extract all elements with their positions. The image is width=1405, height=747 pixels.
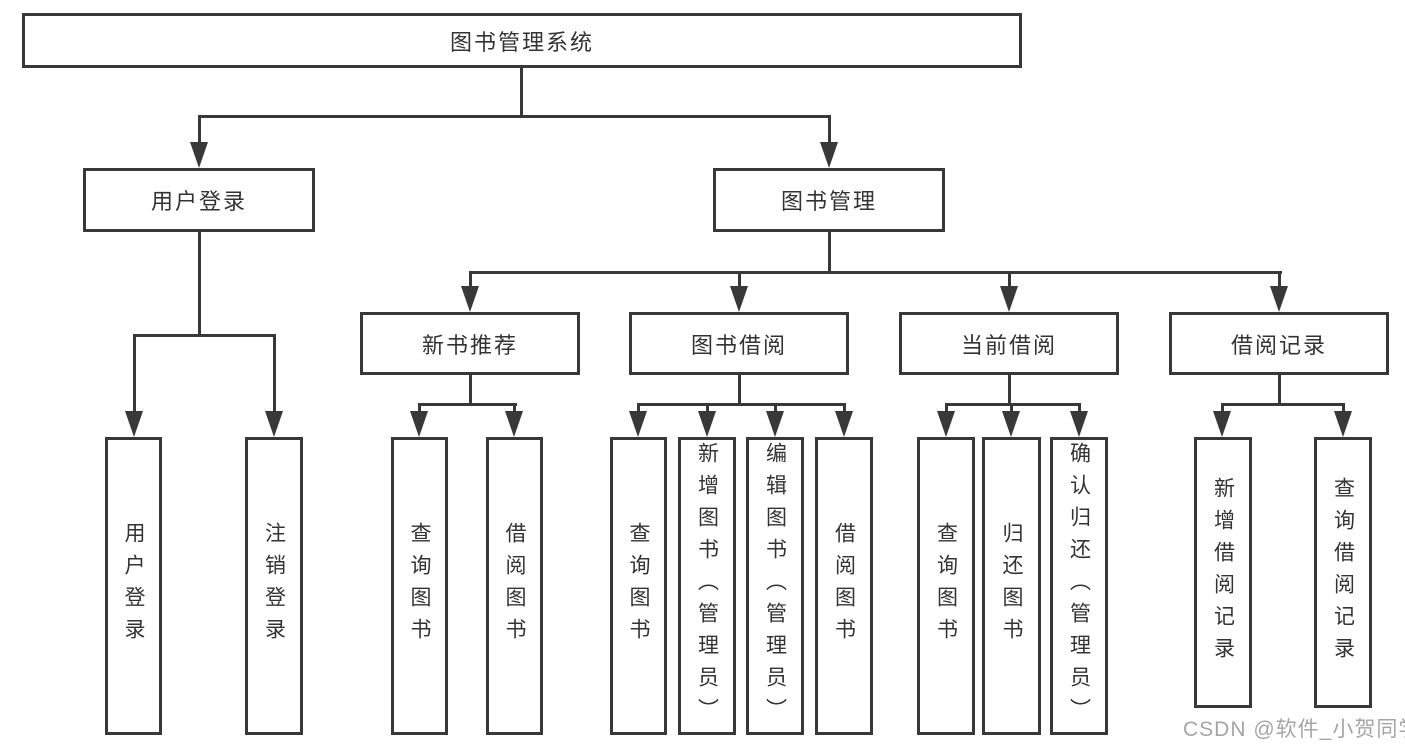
node-book-borrowing: 图书借阅	[629, 312, 849, 375]
connector-line	[133, 334, 276, 337]
node-label: 借阅图书	[503, 522, 527, 650]
node-add-borrow-record: 新增借阅记录	[1194, 437, 1252, 708]
node-label: 查询图书	[408, 522, 432, 650]
connector-line	[828, 232, 831, 274]
connector-line	[706, 403, 709, 415]
node-query-borrow-record: 查询借阅记录	[1314, 437, 1372, 708]
watermark-text: CSDN @软件_小贺同学	[1183, 718, 1405, 741]
node-borrowing-records: 借阅记录	[1169, 312, 1389, 375]
arrow-down-icon	[629, 411, 647, 437]
arrow-down-icon	[1334, 411, 1352, 437]
connector-line	[513, 403, 516, 415]
connector-line	[828, 115, 831, 145]
connector-line	[1342, 403, 1345, 415]
arrow-down-icon	[1000, 286, 1018, 312]
connector-line	[469, 375, 472, 406]
connector-line	[637, 403, 846, 406]
connector-line	[1221, 403, 1224, 415]
connector-line	[1278, 271, 1281, 290]
node-user-login-leaf: 用户登录	[105, 437, 162, 735]
node-label: 用户登录	[122, 522, 146, 650]
connector-line	[774, 403, 777, 415]
arrow-down-icon	[125, 411, 143, 437]
arrow-down-icon	[1002, 411, 1020, 437]
connector-line	[945, 403, 1081, 406]
node-label: 当前借阅	[960, 332, 1057, 358]
arrow-down-icon	[505, 411, 523, 437]
arrow-down-icon	[835, 411, 853, 437]
node-borrow-books: 借阅图书	[815, 437, 873, 735]
node-edit-books-admin: 编辑图书（管理员）	[746, 437, 804, 735]
connector-line	[418, 403, 421, 415]
connector-line	[1278, 375, 1281, 406]
node-borrow-books: 借阅图书	[486, 437, 543, 735]
node-label: 图书借阅	[690, 332, 787, 358]
connector-line	[1078, 403, 1081, 415]
connector-line	[133, 334, 136, 415]
node-new-book-recommendation: 新书推荐	[360, 312, 580, 375]
arrow-down-icon	[461, 286, 479, 312]
arrow-down-icon	[766, 411, 784, 437]
connector-line	[738, 375, 741, 406]
node-label: 图书管理	[780, 189, 877, 214]
node-label: 编辑图书（管理员）	[763, 442, 787, 730]
arrow-down-icon	[1270, 286, 1288, 312]
node-label: 借阅记录	[1230, 332, 1327, 358]
node-label: 确认归还（管理员）	[1067, 442, 1091, 730]
connector-line	[1008, 271, 1011, 290]
connector-line	[1010, 403, 1013, 415]
connector-line	[469, 271, 472, 290]
arrow-down-icon	[265, 411, 283, 437]
connector-line	[418, 403, 517, 406]
connector-line	[520, 68, 523, 118]
connector-line	[1221, 403, 1345, 406]
node-label: 图书管理系统	[449, 29, 594, 55]
node-label: 查询借阅记录	[1331, 476, 1355, 669]
node-query-books: 查询图书	[391, 437, 448, 735]
connector-line	[198, 115, 831, 118]
node-label: 查询图书	[934, 522, 958, 650]
node-return-books: 归还图书	[982, 437, 1041, 735]
arrow-down-icon	[410, 411, 428, 437]
connector-line	[469, 271, 1282, 274]
node-label: 归还图书	[1000, 522, 1024, 650]
node-root-system: 图书管理系统	[22, 13, 1022, 68]
arrow-down-icon	[730, 286, 748, 312]
connector-line	[198, 115, 201, 145]
node-query-books: 查询图书	[917, 437, 975, 735]
connector-line	[738, 271, 741, 290]
connector-line	[945, 403, 948, 415]
arrow-down-icon	[937, 411, 955, 437]
node-label: 新书推荐	[421, 332, 518, 358]
node-label: 查询图书	[627, 522, 651, 650]
arrow-down-icon	[698, 411, 716, 437]
connector-line	[637, 403, 640, 415]
arrow-down-icon	[1070, 411, 1088, 437]
node-label: 注销登录	[262, 522, 286, 650]
node-query-books: 查询图书	[610, 437, 667, 735]
node-book-management: 图书管理	[713, 168, 945, 232]
node-current-borrowing: 当前借阅	[899, 312, 1119, 375]
arrow-down-icon	[190, 142, 208, 168]
connector-line	[198, 232, 201, 337]
node-label: 借阅图书	[832, 522, 856, 650]
connector-line	[273, 334, 276, 415]
connector-line	[843, 403, 846, 415]
node-add-books-admin: 新增图书（管理员）	[678, 437, 736, 735]
node-label: 用户登录	[150, 189, 247, 214]
node-confirm-return-admin: 确认归还（管理员）	[1050, 437, 1108, 735]
node-user-login: 用户登录	[83, 168, 315, 232]
node-label: 新增借阅记录	[1211, 476, 1235, 669]
arrow-down-icon	[820, 142, 838, 168]
node-logout: 注销登录	[245, 437, 303, 735]
node-label: 新增图书（管理员）	[695, 442, 719, 730]
arrow-down-icon	[1213, 411, 1231, 437]
connector-line	[1008, 375, 1011, 406]
